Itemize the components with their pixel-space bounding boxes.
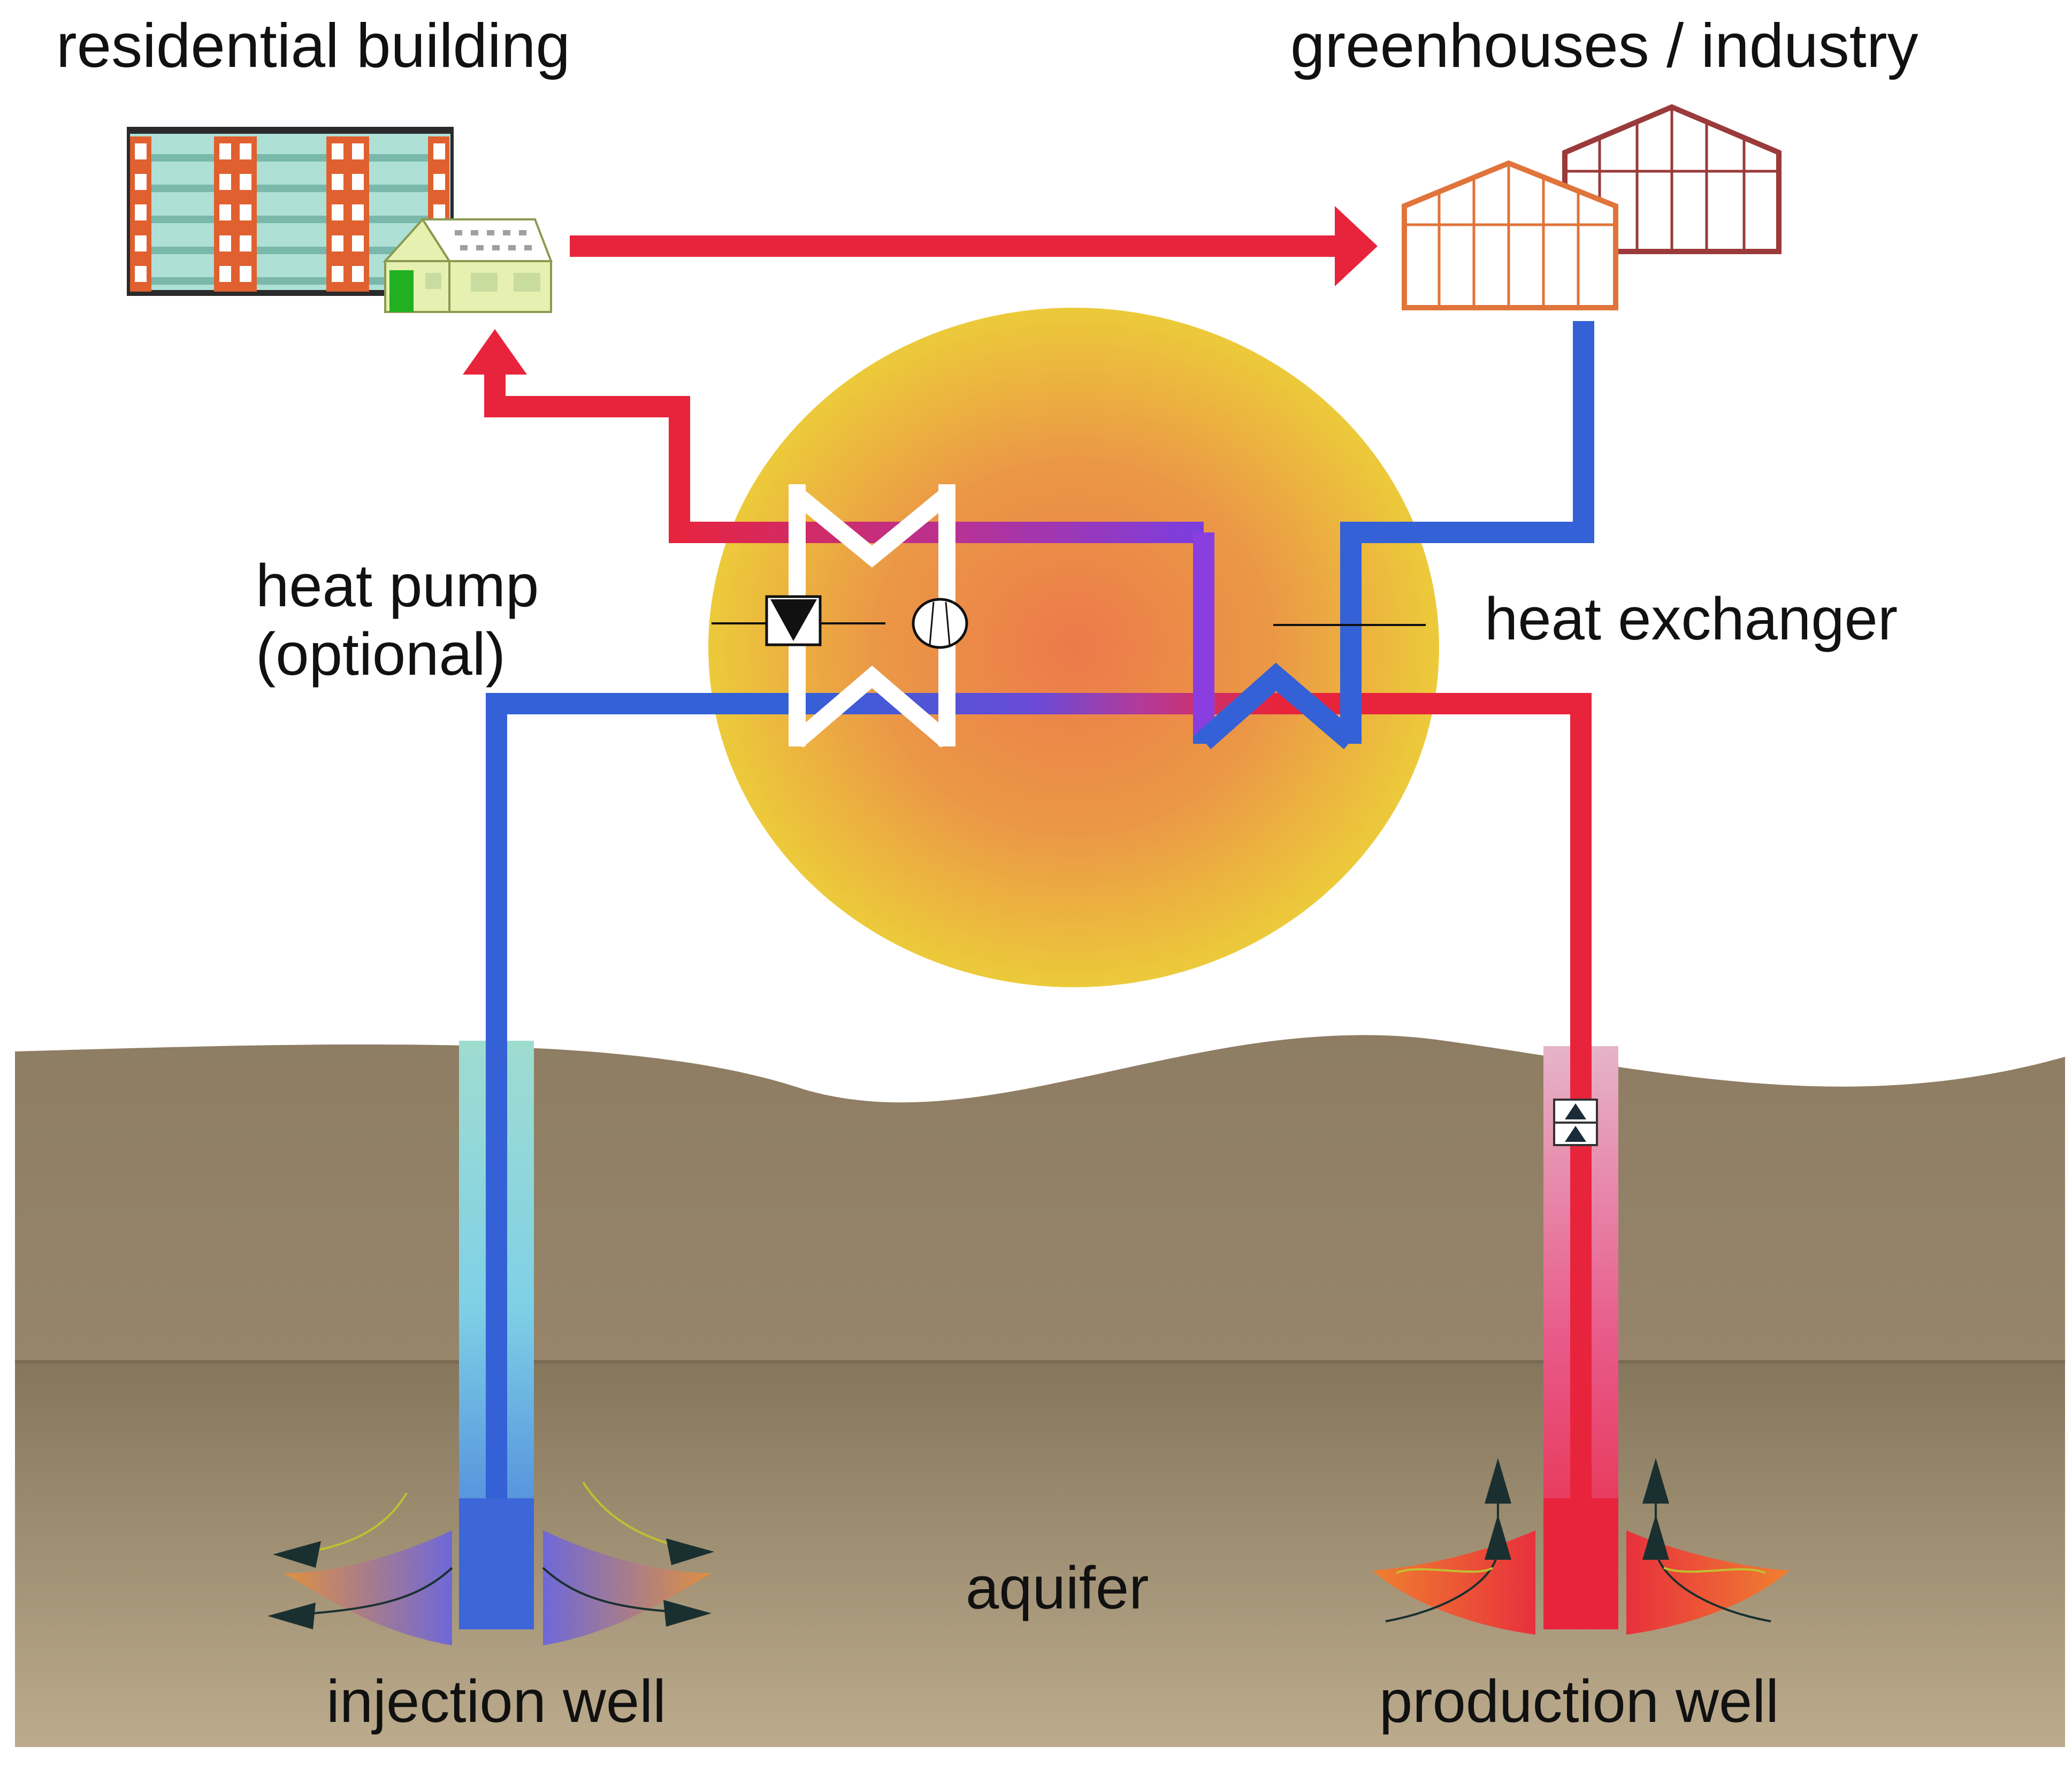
production-well-pipe-bottom: [1543, 1498, 1618, 1629]
supply-arrow-shaft: [570, 235, 1340, 257]
cold-injection-pipe: [486, 693, 797, 1629]
injection-well-pipe-bottom: [459, 1498, 534, 1629]
upper-mixed-pipe: [669, 522, 1204, 543]
cold-return-pipe: [1340, 321, 1594, 744]
aquifer-label: aquifer: [966, 1554, 1149, 1621]
aquifer-layer: [15, 1362, 2065, 1747]
compressor-icon: [912, 598, 968, 649]
flow-arrow-icon: [1485, 1514, 1511, 1560]
flow-arrow-icon: [1335, 206, 1378, 286]
hot-production-pipe: [1273, 693, 1592, 1629]
upper-hot-pipe: [484, 375, 690, 532]
heat-pump-optional-label: (optional): [256, 621, 506, 688]
heat-pump-icon: [712, 484, 968, 748]
production-flow-fan-right: [1626, 1458, 1790, 1635]
flow-arrow-icon: [273, 1541, 321, 1568]
flow-arrow-icon: [1485, 1458, 1511, 1504]
production-flow-fan-left: [1372, 1458, 1535, 1635]
flow-arrow-icon: [663, 1600, 712, 1627]
injection-flow-fan-left: [267, 1492, 453, 1645]
flow-arrow-icon: [1642, 1514, 1669, 1560]
flow-arrow-icon: [463, 329, 527, 375]
production-well-label: production well: [1379, 1668, 1779, 1735]
pump-icon: [1553, 1099, 1598, 1146]
residential-building-label: residential building: [56, 11, 570, 80]
greenhouses-industry-label: greenhouses / industry: [1290, 11, 1918, 80]
flow-arrow-icon: [1642, 1458, 1669, 1504]
flow-arrow-icon: [267, 1603, 316, 1629]
heat-exchanger-label: heat exchanger: [1485, 585, 1898, 652]
residential-building-icon: [127, 127, 553, 313]
injection-flow-fan-right: [542, 1481, 714, 1645]
heat-exchanger-icon: [1193, 662, 1362, 750]
heat-pump-label: heat pump: [256, 552, 539, 619]
greenhouse-icon: [1402, 104, 1782, 310]
injection-well-label: injection well: [326, 1668, 666, 1735]
heat-glow: [708, 308, 1439, 987]
flow-arrow-icon: [666, 1538, 714, 1565]
